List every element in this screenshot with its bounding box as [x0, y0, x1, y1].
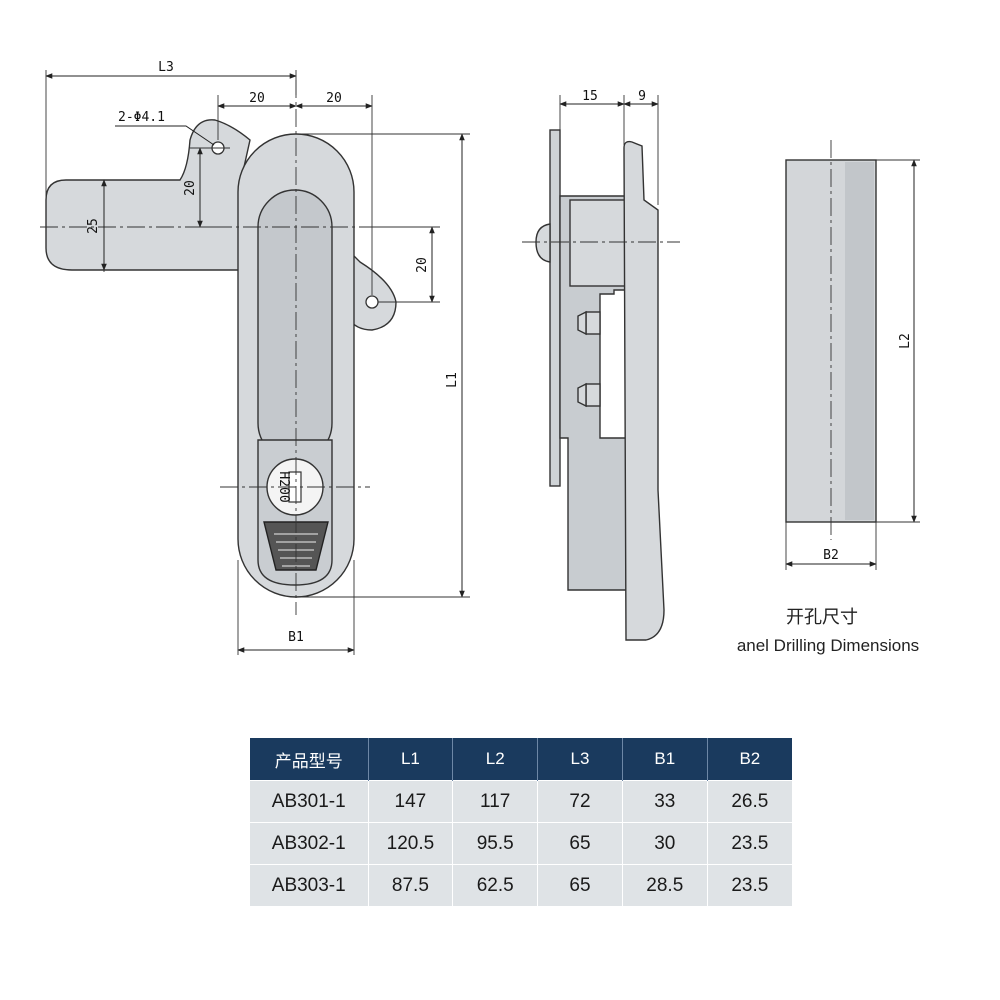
cell-l2: 95.5 — [452, 822, 539, 865]
dim-height-25: 25 — [86, 218, 101, 234]
panel-cutout-shade — [845, 162, 874, 520]
cell-b1: 30 — [622, 822, 708, 865]
dim-hole-spec: 2-Φ4.1 — [118, 110, 165, 125]
dim-b1: B1 — [288, 630, 304, 645]
mount-hole-bottom — [365, 295, 379, 309]
front-dimension-lines — [45, 73, 465, 653]
cell-b1: 33 — [622, 780, 708, 823]
side-view — [535, 129, 665, 641]
dim-width-15: 15 — [582, 89, 598, 104]
panel-plate — [549, 129, 561, 487]
dim-l3: L3 — [158, 60, 174, 75]
header-model: 产品型号 — [250, 738, 369, 781]
cell-b2: 23.5 — [707, 864, 792, 906]
caption-english: anel Drilling Dimensions — [737, 636, 919, 655]
cell-model: AB301-1 — [250, 780, 369, 823]
header-l3: L3 — [537, 738, 623, 781]
bolt-upper-head — [577, 310, 587, 336]
bolt-lower — [585, 383, 601, 407]
table-row: AB303-1 87.5 62.5 65 28.5 23.5 — [250, 864, 792, 906]
bolt-upper — [585, 311, 601, 335]
caption-chinese: 开孔尺寸 — [786, 607, 858, 627]
pivot-stud — [535, 223, 551, 263]
cell-l1: 147 — [368, 780, 454, 823]
cell-l3: 72 — [537, 780, 623, 823]
dim-height-20-right: 20 — [415, 257, 430, 273]
header-l2: L2 — [452, 738, 539, 781]
cell-l1: 87.5 — [368, 864, 454, 906]
dim-l2: L2 — [898, 333, 913, 349]
dim-b2: B2 — [823, 548, 839, 563]
bolt-lower-head — [577, 382, 587, 408]
cell-b2: 23.5 — [707, 822, 792, 865]
table-row: AB302-1 120.5 95.5 65 30 23.5 — [250, 822, 792, 865]
header-b2: B2 — [707, 738, 792, 781]
table-header-row: 产品型号 L1 L2 L3 B1 B2 — [250, 738, 792, 781]
cell-l2: 117 — [452, 780, 539, 823]
cell-l3: 65 — [537, 864, 623, 906]
table-row: AB301-1 147 117 72 33 26.5 — [250, 780, 792, 823]
dim-l1: L1 — [445, 372, 460, 388]
cell-l3: 65 — [537, 822, 623, 865]
cell-l2: 62.5 — [452, 864, 539, 906]
cell-l1: 120.5 — [368, 822, 454, 865]
cell-b2: 26.5 — [707, 780, 792, 823]
side-body-upper — [569, 199, 629, 287]
dim-width-20-left: 20 — [249, 91, 265, 106]
cell-model: AB303-1 — [250, 864, 369, 906]
cutout-dimension-lines — [785, 159, 917, 567]
handle-recess — [257, 189, 333, 461]
spec-table: 产品型号 L1 L2 L3 B1 B2 AB301-1 147 117 72 3… — [250, 738, 792, 906]
dim-height-20-left: 20 — [183, 180, 198, 196]
dim-width-20-right: 20 — [326, 91, 342, 106]
header-b1: B1 — [622, 738, 708, 781]
header-l1: L1 — [368, 738, 454, 781]
cell-b1: 28.5 — [622, 864, 708, 906]
handle-profile — [623, 140, 665, 641]
dim-width-9: 9 — [638, 89, 646, 104]
front-view — [45, 119, 397, 598]
cell-model: AB302-1 — [250, 822, 369, 865]
front-extension-lines — [45, 70, 470, 655]
